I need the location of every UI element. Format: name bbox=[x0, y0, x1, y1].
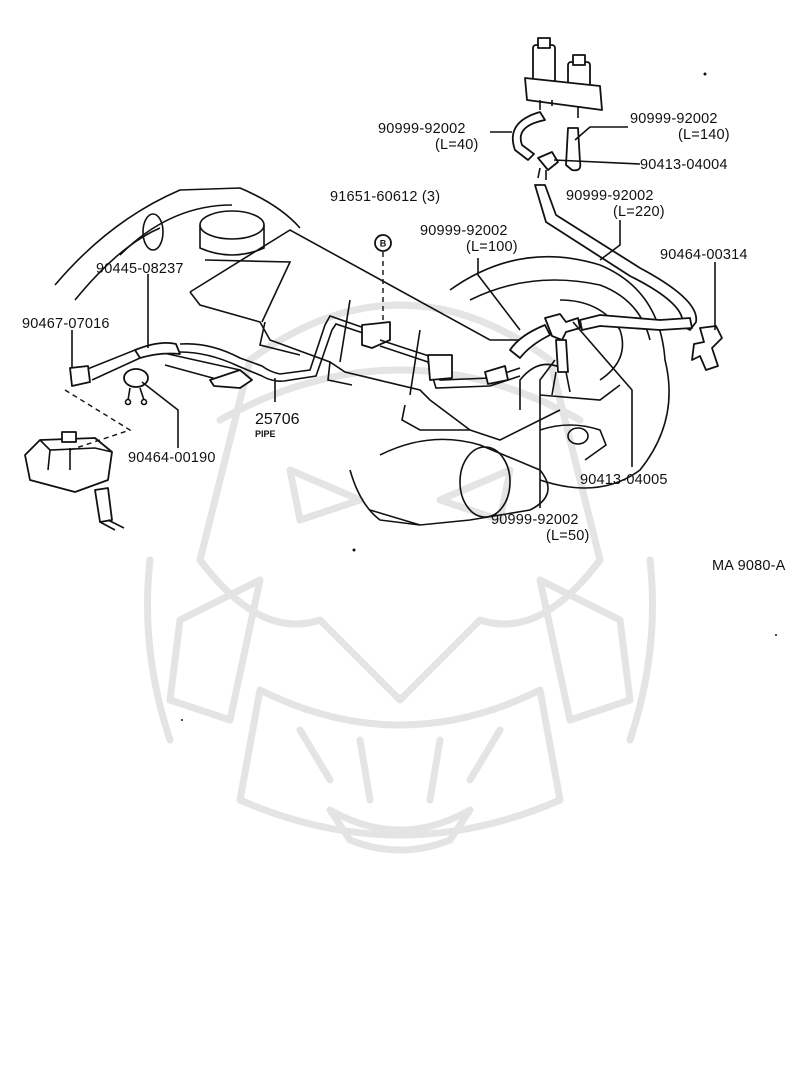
label-name-10: PIPE bbox=[255, 429, 276, 439]
label-part-6: 90999-92002 bbox=[420, 223, 508, 239]
label-part-4: 90999-92002 bbox=[566, 188, 654, 204]
top-hoses bbox=[511, 111, 698, 331]
bolt-marker-b: B bbox=[374, 234, 392, 252]
vacuum-filter bbox=[24, 431, 125, 531]
watermark-logo bbox=[144, 301, 656, 854]
label-part-12: 90413-04005 bbox=[580, 472, 668, 488]
clamp-90464-00314 bbox=[691, 325, 723, 371]
part-labels: 90999-92002 (L=40) 90999-92002 (L=140) 9… bbox=[22, 111, 786, 574]
clip-90467 bbox=[69, 365, 91, 387]
svg-text:B: B bbox=[380, 239, 387, 249]
label-length-4: (L=220) bbox=[613, 204, 665, 220]
label-part-10: 25706 bbox=[255, 411, 300, 428]
label-part-11: 90464-00190 bbox=[128, 450, 216, 466]
clamp-90464-00190 bbox=[123, 368, 149, 406]
label-part-1: 90999-92002 bbox=[378, 121, 466, 137]
label-part-3: 90413-04004 bbox=[640, 157, 728, 173]
label-length-2: (L=140) bbox=[678, 127, 730, 143]
leader-lines bbox=[71, 126, 716, 508]
label-part-8: 90445-08237 bbox=[96, 261, 184, 277]
vacuum-switching-valves bbox=[524, 37, 603, 118]
label-part-7: 90464-00314 bbox=[660, 247, 748, 263]
diagram-code: MA 9080-A bbox=[712, 558, 786, 574]
vacuum-pipe-assembly bbox=[84, 313, 693, 396]
label-length-1: (L=40) bbox=[435, 137, 479, 153]
label-length-13: (L=50) bbox=[546, 528, 590, 544]
dashed-leader-filter bbox=[64, 389, 132, 451]
engine-outline bbox=[54, 187, 670, 526]
label-length-6: (L=100) bbox=[466, 239, 518, 255]
label-part-9: 90467-07016 bbox=[22, 316, 110, 332]
label-part-13: 90999-92002 bbox=[491, 512, 579, 528]
label-part-5: 91651-60612 (3) bbox=[330, 189, 440, 205]
label-part-2: 90999-92002 bbox=[630, 111, 718, 127]
